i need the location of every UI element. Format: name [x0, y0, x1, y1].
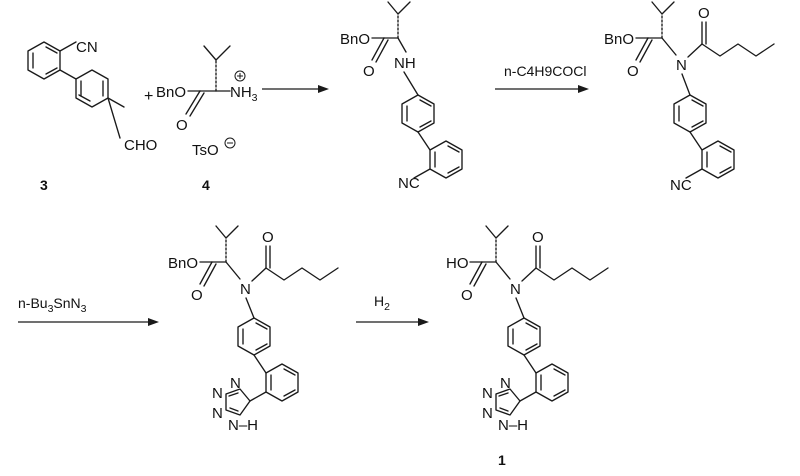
acid-label: HO	[446, 255, 469, 272]
svg-text:N: N	[500, 375, 511, 392]
reaction-arrow-4: H2	[356, 293, 429, 326]
plus-sign: +	[144, 88, 153, 105]
amine-label: NH	[394, 55, 416, 72]
amide-oxygen: O	[698, 5, 710, 22]
negative-charge	[224, 137, 236, 149]
reaction-arrow-2: n-C4H9COCl	[495, 63, 589, 93]
carbonyl-oxygen: O	[363, 63, 375, 80]
svg-text:N: N	[482, 385, 493, 402]
amide-nitrogen: N	[510, 281, 521, 298]
compound-label-3: 3	[40, 177, 48, 193]
svg-text:N: N	[212, 385, 223, 402]
compound-label-4: 4	[202, 177, 210, 193]
tetrazole-nh-label: N–H	[498, 417, 528, 434]
amide-oxygen: O	[262, 229, 274, 246]
svg-text:N: N	[482, 405, 493, 422]
ester-label: BnO	[340, 31, 370, 48]
amide-nitrogen: N	[676, 57, 687, 74]
hydrogenation-reagent: H2	[374, 293, 390, 313]
cyano-label: NC	[670, 177, 692, 194]
carbonyl-oxygen: O	[176, 117, 188, 134]
ester-label: BnO	[168, 255, 198, 272]
compound-1-structure: HO O N O N N N	[446, 225, 609, 468]
ester-label: BnO	[156, 84, 186, 101]
svg-text:N: N	[230, 375, 241, 392]
carbonyl-oxygen: O	[627, 63, 639, 80]
compound-label-1: 1	[498, 452, 506, 468]
amide-nitrogen: N	[240, 281, 251, 298]
intermediate-amide-structure: BnO O N O NC	[604, 1, 775, 194]
reaction-arrow-1	[262, 85, 329, 93]
intermediate-amine-structure: BnO O NH NC	[340, 1, 463, 192]
intermediate-tetrazole-structure: BnO O N O N N	[168, 225, 339, 434]
amide-oxygen: O	[532, 229, 544, 246]
cyano-label: NC	[398, 175, 420, 192]
ammonium-label: NH3	[230, 84, 258, 104]
ester-label: BnO	[604, 31, 634, 48]
compound-3-structure: CN CHO 3	[27, 39, 157, 193]
tetrazole-ring: N N N N–H	[212, 375, 258, 434]
tosylate-label: TsO	[192, 142, 219, 159]
acylation-reagent: n-C4H9COCl	[504, 63, 586, 79]
carbonyl-oxygen: O	[461, 287, 473, 304]
cyano-label: CN	[76, 39, 98, 56]
tetrazole-ring: N N N N–H	[482, 375, 528, 434]
compound-4-structure: BnO O NH3 TsO 4	[156, 45, 258, 193]
tetrazole-nh-label: N–H	[228, 417, 258, 434]
aldehyde-label: CHO	[124, 137, 157, 154]
positive-charge	[234, 70, 246, 82]
reaction-arrow-3: n-Bu3SnN3	[18, 295, 159, 326]
tetrazole-reagent: n-Bu3SnN3	[18, 295, 87, 315]
carbonyl-oxygen: O	[191, 287, 203, 304]
svg-text:N: N	[212, 405, 223, 422]
